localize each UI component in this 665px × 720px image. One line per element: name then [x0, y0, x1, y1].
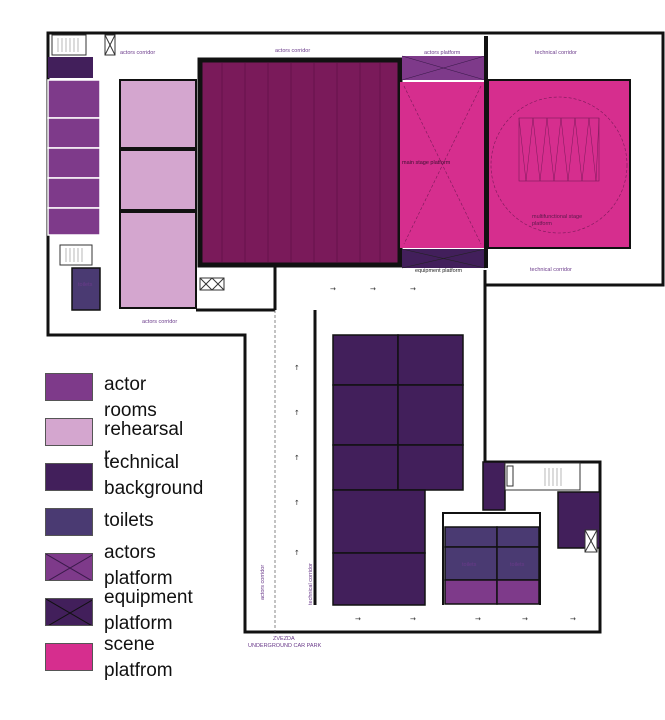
legend-swatch — [45, 643, 93, 671]
svg-text:→: → — [330, 285, 336, 293]
legend-swatch — [45, 373, 93, 401]
legend-label: actors platform — [104, 542, 173, 589]
label-actors-corridor-bottom: actors corridor — [142, 319, 177, 325]
legend-swatch — [45, 553, 93, 581]
legend-label: technical background — [104, 452, 204, 499]
label-technical-corridor-top: technical corridor — [535, 50, 577, 56]
svg-text:→: → — [570, 615, 576, 623]
label-toilets-3: toilets — [510, 562, 525, 568]
technical-room-top-left — [48, 57, 93, 78]
svg-text:→: → — [370, 285, 376, 293]
toilet-left — [71, 267, 101, 311]
legend-item-actors-platform: actors platform — [45, 542, 173, 589]
direction-arrows: → → → ↑ ↑ ↑ ↑ ↑ → → → → → — [294, 285, 576, 623]
legend-swatch — [45, 598, 93, 626]
legend-item-scene-platform: scene platfrom — [45, 634, 173, 681]
svg-text:→: → — [355, 615, 361, 623]
label-technical-corridor-vertical: technical corridor — [308, 563, 314, 605]
label-actors-corridor-vertical: actors corridor — [260, 565, 266, 600]
label-actors-corridor-top: actors corridor — [275, 48, 310, 54]
equipment-platform — [401, 248, 486, 269]
label-actors-corridor-top-left: actors corridor — [120, 50, 155, 56]
actor-rooms — [47, 79, 101, 236]
cross-icon — [46, 599, 92, 625]
technical-background-rooms — [332, 334, 601, 606]
toilet-rooms — [444, 526, 540, 581]
label-toilets-left: toilets — [78, 282, 93, 288]
svg-text:→: → — [410, 285, 416, 293]
legend-label: toilets — [104, 510, 154, 531]
cross-icon — [46, 554, 92, 580]
legend-item-rehearsal: rehearsal r. — [45, 418, 183, 466]
svg-text:↑: ↑ — [294, 499, 300, 507]
label-multifunctional-2: platform — [532, 221, 552, 227]
label-equipment-platform: equipment platform — [415, 268, 462, 274]
inner-walls — [196, 265, 487, 605]
svg-text:↑: ↑ — [294, 364, 300, 372]
multifunctional-stage-platform — [487, 79, 631, 249]
legend-item-equipment-platform: equipment platform — [45, 587, 193, 634]
label-main-stage-platform: main stage platform — [402, 160, 451, 166]
shaft-top-left — [104, 34, 116, 56]
svg-text:→: → — [522, 615, 528, 623]
legend-label: actor rooms — [104, 374, 157, 421]
svg-text:↑: ↑ — [294, 549, 300, 557]
legend-swatch — [45, 463, 93, 491]
rehearsal-rooms — [119, 79, 197, 309]
svg-text:→: → — [475, 615, 481, 623]
label-toilets-2: toilets — [462, 562, 477, 568]
legend-label: scene platfrom — [104, 634, 173, 681]
actor-rooms-small — [444, 579, 540, 605]
main-stage-platform — [400, 82, 485, 248]
label-car-park-2: UNDERGROUND CAR PARK — [248, 643, 322, 649]
legend-swatch — [45, 508, 93, 536]
legend-swatch — [45, 418, 93, 446]
shaft-right — [584, 529, 598, 553]
stair-top-left — [51, 34, 87, 56]
label-car-park-1: ZVEZDA — [273, 636, 295, 642]
toilet-block-wall — [442, 512, 541, 605]
label-technical-corridor-mid: technical corridor — [530, 267, 572, 273]
legend-label: equipment platform — [104, 587, 193, 634]
legend-label: rehearsal r. — [104, 419, 184, 466]
auditorium-rows — [221, 63, 381, 262]
svg-text:→: → — [410, 615, 416, 623]
svg-text:↑: ↑ — [294, 409, 300, 417]
legend-item-toilets: toilets — [45, 508, 154, 536]
svg-text:↑: ↑ — [294, 454, 300, 462]
legend-item-actor-rooms: actor rooms — [45, 373, 157, 421]
stair-left — [59, 244, 93, 266]
actors-platform — [401, 55, 486, 81]
stair-right — [504, 462, 581, 491]
auditorium — [197, 57, 403, 268]
label-actors-platform: actors platform — [424, 50, 461, 56]
shaft-mid-left — [199, 277, 225, 291]
legend-item-technical: technical background — [45, 452, 203, 499]
label-multifunctional-1: multifunctional stage — [532, 214, 582, 220]
